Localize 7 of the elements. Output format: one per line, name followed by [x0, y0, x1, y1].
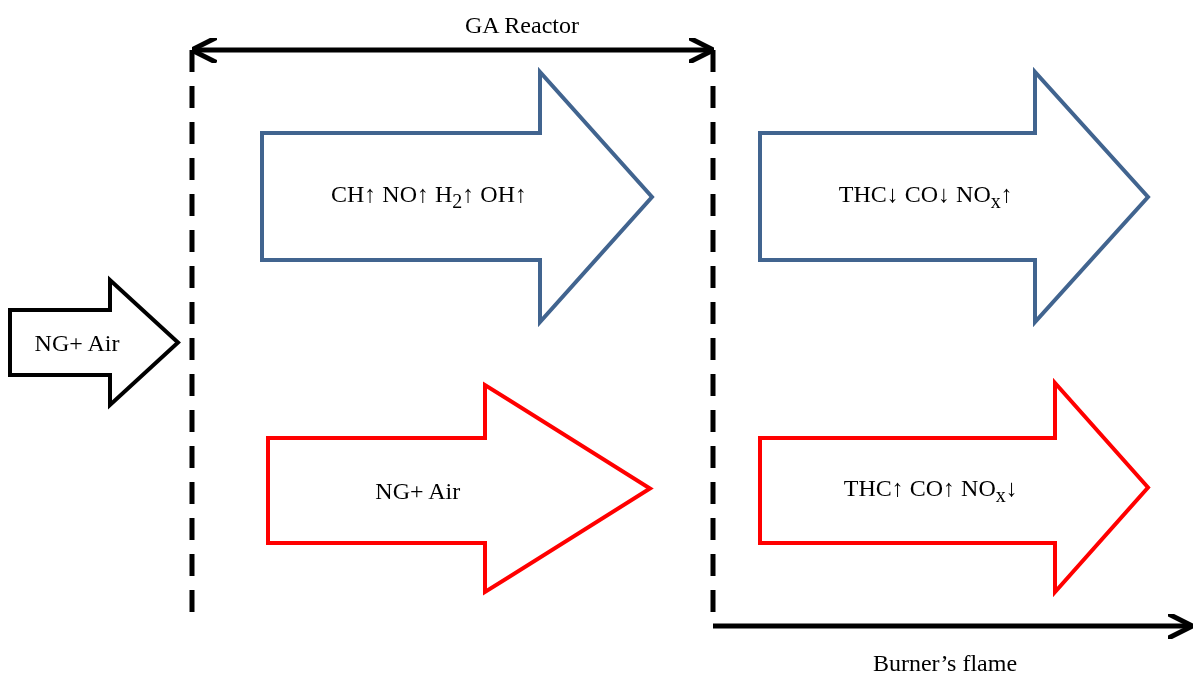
- arrow-label: NG+ Air: [34, 329, 120, 356]
- arrow-label: THC↓ CO↓ NO$_{x}$↑: [838, 180, 1013, 213]
- dimension-label: GA Reactor: [465, 12, 579, 39]
- arrow-label: THC↑ CO↑ NO$_{x}$↓: [843, 474, 1018, 507]
- arrow-label: CH↑ NO↑ H$_{2}$↑ OH↑: [331, 180, 527, 213]
- arrow-label: NG+ Air: [375, 477, 461, 504]
- axis-label: Burner’s flame: [872, 650, 1018, 677]
